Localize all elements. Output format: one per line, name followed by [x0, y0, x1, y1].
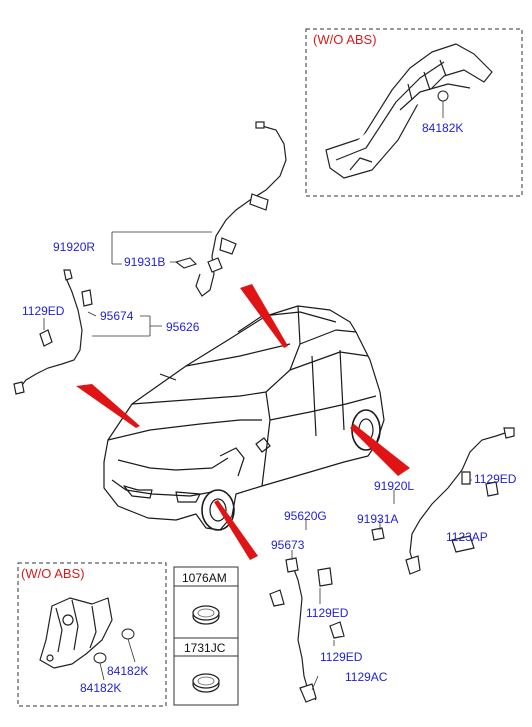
part-84182k-bottom-a[interactable]: 84182K — [107, 664, 149, 678]
callout-rear-left — [240, 284, 288, 348]
part-95620g[interactable]: 95620G — [284, 509, 327, 523]
part-84182k-bottom-b[interactable]: 84182K — [80, 681, 122, 695]
wo-abs-top-box — [305, 28, 523, 197]
callout-front-left — [76, 384, 140, 428]
parts-table-frame — [173, 566, 239, 706]
sensor-95620g-wire — [269, 557, 345, 703]
part-95673[interactable]: 95673 — [271, 538, 305, 552]
part-1129ed-front-right-b[interactable]: 1129ED — [320, 650, 363, 664]
part-1129ed-front-right-a[interactable]: 1129ED — [306, 606, 349, 620]
part-1129ed-rear-right[interactable]: 1129ED — [474, 472, 517, 486]
callout-front-right — [214, 500, 258, 560]
part-95626[interactable]: 95626 — [166, 320, 200, 334]
sensor-91920r-wire — [195, 121, 287, 297]
part-1129ed-front-left[interactable]: 1129ED — [22, 304, 65, 318]
leaders-91920r — [111, 231, 212, 265]
sensor-95626-wire — [13, 269, 93, 395]
part-91920l[interactable]: 91920L — [374, 479, 415, 493]
plug-1731jc-icon — [192, 673, 220, 693]
plug-84182k-a-icon — [121, 628, 135, 640]
leaders-95620g — [291, 520, 335, 691]
splash-shield-top-icon — [325, 43, 493, 179]
wo-abs-bottom-title: (W/O ABS) — [21, 566, 85, 581]
callout-rear-right — [350, 424, 410, 476]
wo-abs-bottom-box — [17, 562, 167, 707]
part-95674[interactable]: 95674 — [100, 309, 134, 323]
sensor-91920l-wire — [371, 427, 515, 575]
wo-abs-top-title: (W/O ABS) — [313, 32, 377, 47]
part-91920r[interactable]: 91920R — [53, 240, 96, 254]
part-91931a[interactable]: 91931A — [357, 512, 399, 526]
callout-wedges — [76, 284, 410, 560]
part-1731jc[interactable]: 1731JC — [184, 641, 226, 655]
car-illustration — [103, 305, 385, 531]
bracket-91931b-icon — [174, 257, 198, 269]
plug-1076am-icon — [192, 605, 220, 625]
part-91931b[interactable]: 91931B — [124, 255, 166, 269]
part-1076am[interactable]: 1076AM — [182, 571, 227, 585]
plug-84182k-top-icon — [437, 90, 449, 102]
splash-shield-bottom-icon — [39, 597, 113, 669]
leaders-91920l — [379, 479, 472, 539]
part-84182k-top[interactable]: 84182K — [422, 121, 464, 135]
leaders-95626 — [43, 311, 162, 337]
plug-84182k-b-icon — [93, 652, 107, 664]
part-1129ac[interactable]: 1129AC — [345, 670, 388, 684]
part-1123ap[interactable]: 1123AP — [446, 530, 488, 544]
